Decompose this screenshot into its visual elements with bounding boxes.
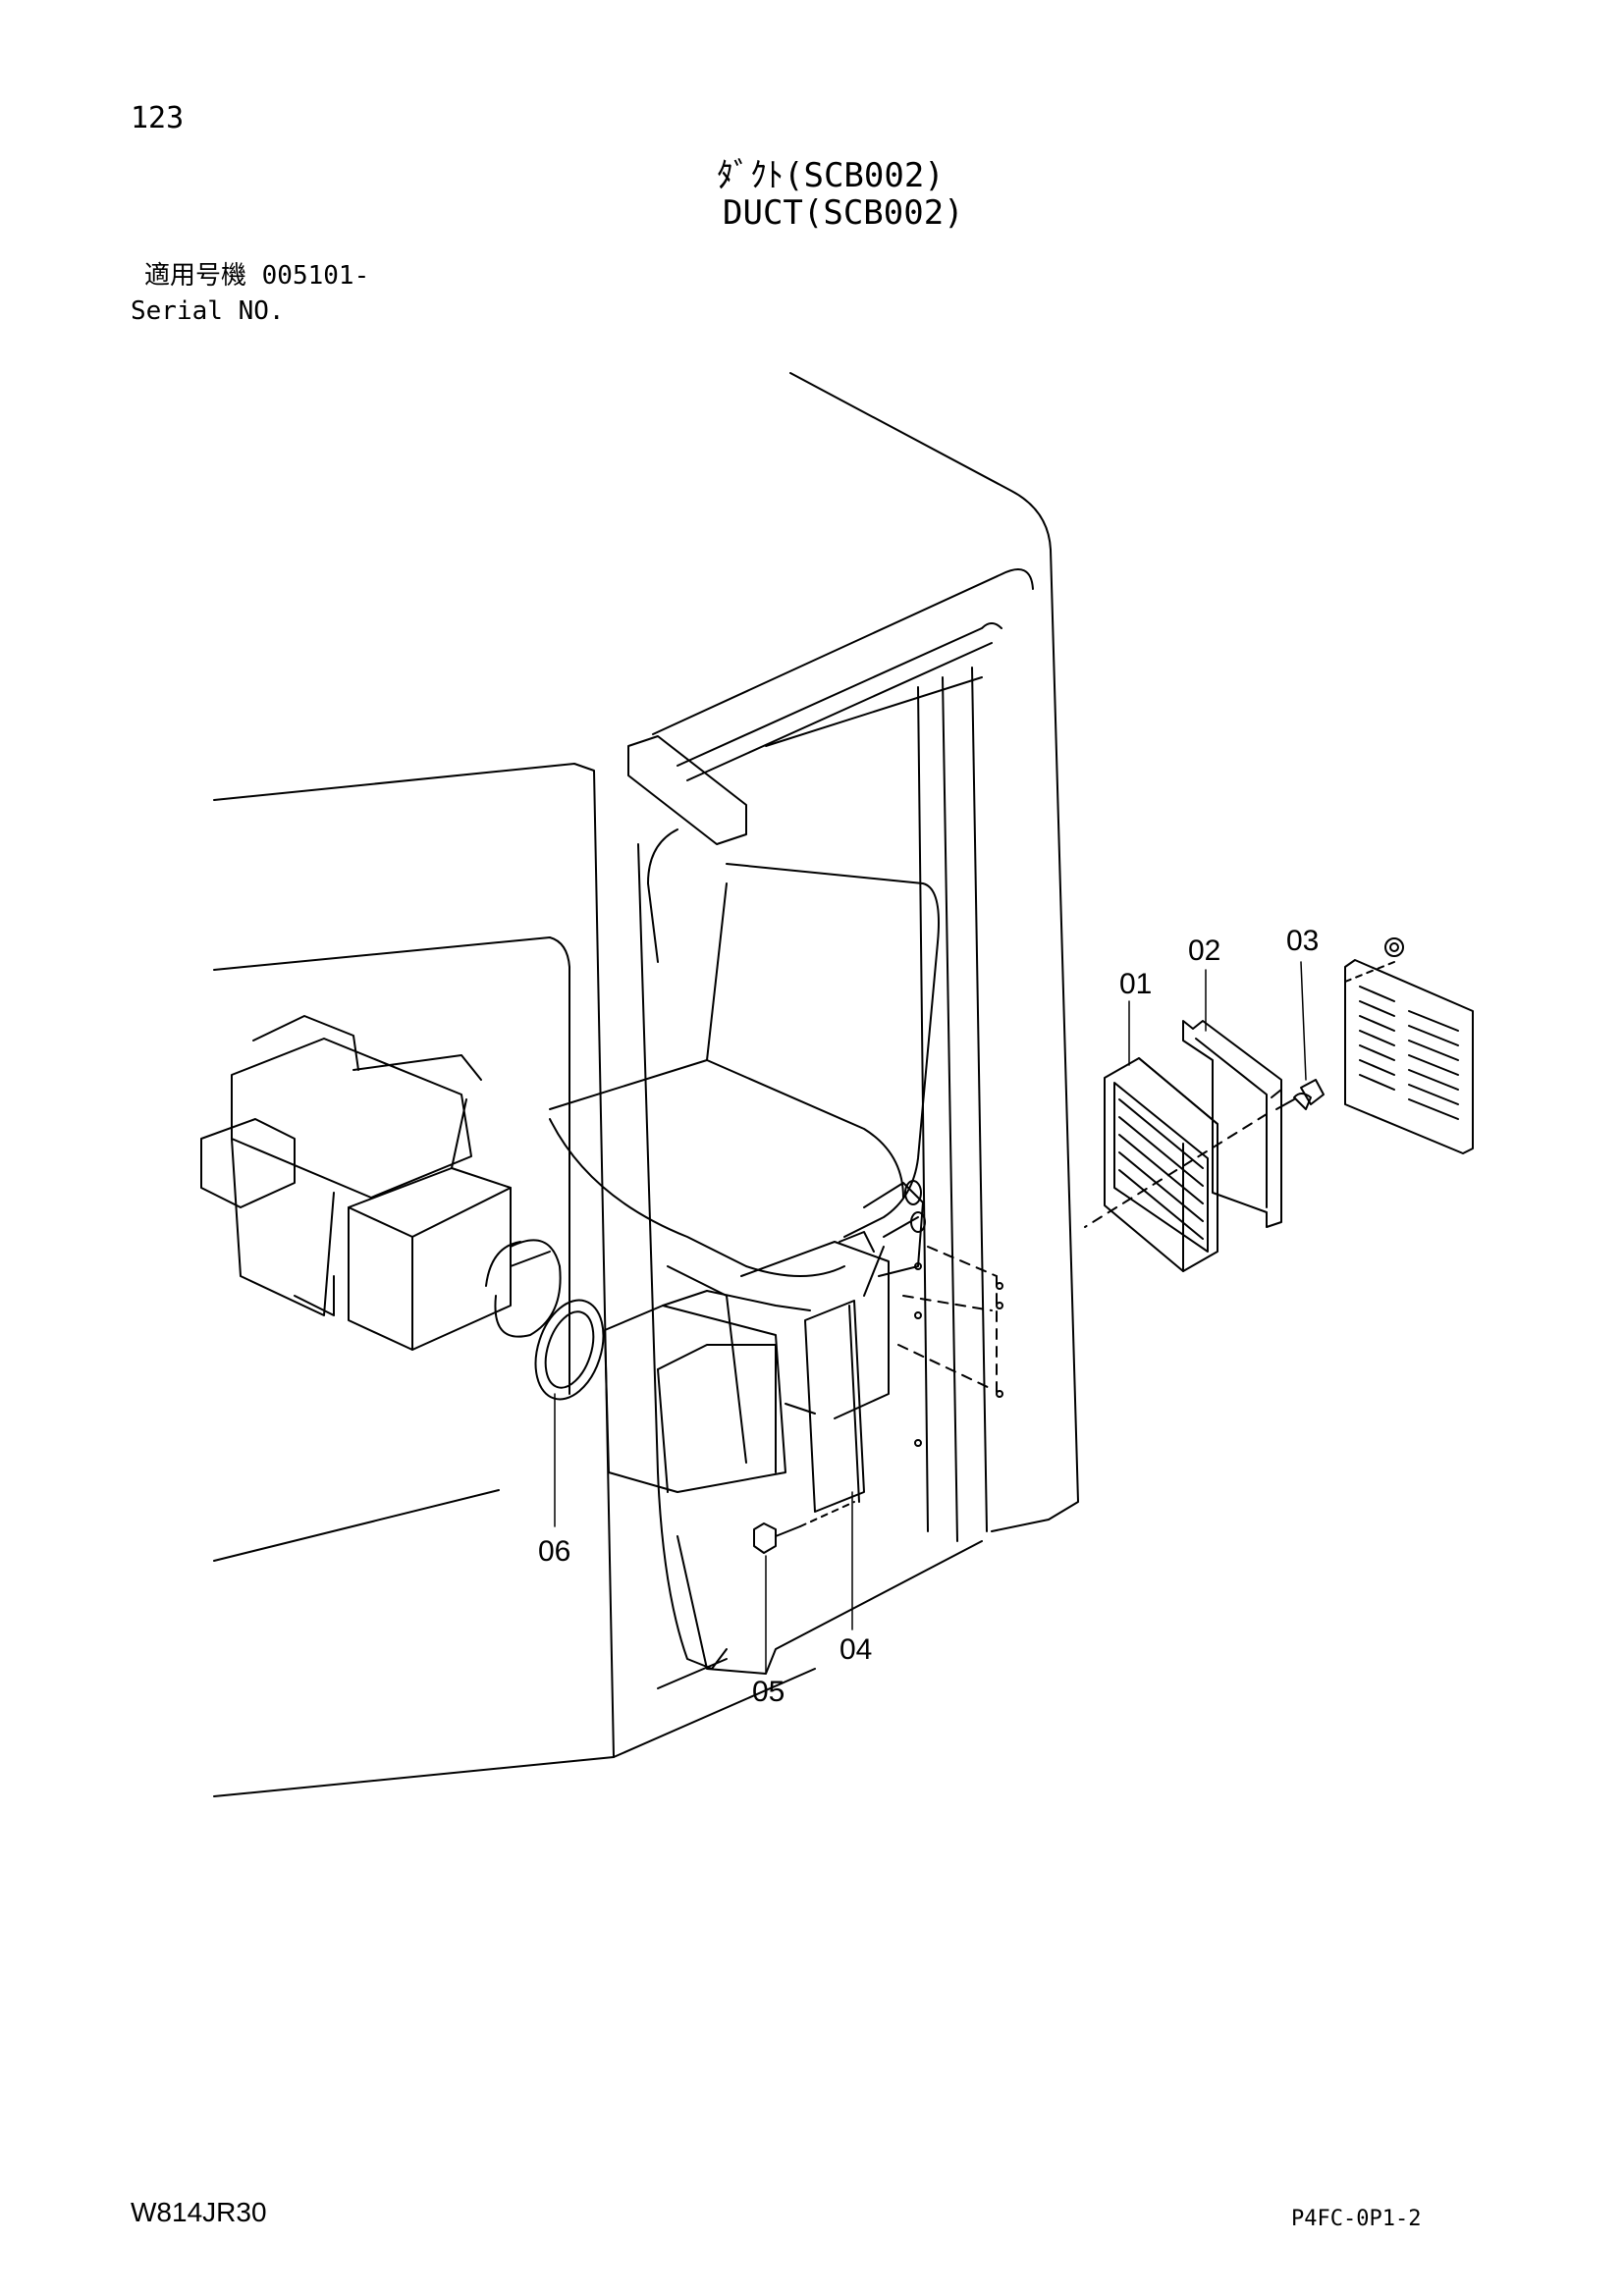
part-03-wing-bolt [1275, 1079, 1325, 1110]
part-04-duct [604, 1241, 890, 1513]
callout-01: 01 [1119, 968, 1152, 1000]
part-06-ring [534, 1299, 605, 1401]
alignment-line-cover [1344, 961, 1395, 983]
callout-05: 05 [752, 1676, 785, 1708]
serial-label-english: Serial NO. [131, 296, 285, 326]
air-conditioner-unit [200, 1015, 562, 1351]
callout-06: 06 [538, 1535, 570, 1568]
callout-04: 04 [839, 1633, 872, 1666]
operator-seat [549, 735, 983, 1689]
title-english: DUCT(SCB002) [723, 193, 964, 233]
part-05-bolt [753, 1501, 855, 1554]
page-code: P4FC-0P1-2 [1291, 2207, 1422, 2231]
leader-lines [554, 961, 1307, 1675]
callout-03: 03 [1286, 925, 1319, 957]
callout-02: 02 [1188, 934, 1220, 967]
cab-frame [213, 372, 1079, 1797]
page-number: 123 [131, 101, 185, 135]
document-code: W814JR30 [131, 2197, 267, 2227]
part-02-gasket [1182, 1020, 1282, 1228]
part-01-filter [1104, 1057, 1218, 1272]
serial-label-japanese: 適用号機 005101- [144, 261, 370, 291]
alignment-line [1084, 1113, 1268, 1228]
cover-grille [1344, 937, 1474, 1154]
mounting-bracket [839, 1180, 1003, 1447]
title-japanese: ﾀﾞｸﾄ(SCB002) [717, 156, 945, 195]
